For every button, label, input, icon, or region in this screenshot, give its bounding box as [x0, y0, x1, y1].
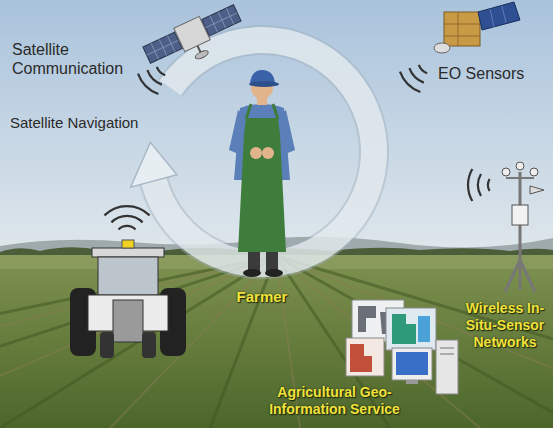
tractor-grill [113, 300, 143, 342]
signal-arc [419, 65, 427, 73]
computer-tower [436, 340, 458, 394]
logger-box [512, 205, 528, 225]
signal-arc [478, 174, 481, 196]
field [0, 255, 553, 428]
signal-arc [468, 169, 472, 201]
body-seams [444, 12, 480, 46]
signal-waves [138, 67, 165, 94]
eo-sensors-label: EO Sensors [438, 64, 548, 83]
anemometer-cup [516, 162, 524, 170]
satellite-body [444, 12, 480, 46]
monitor-stand [406, 380, 418, 384]
signal-arc [111, 216, 142, 222]
tractor [70, 240, 186, 358]
map-screen [386, 308, 436, 350]
drive-bays [440, 348, 454, 354]
panel-grid [490, 6, 506, 27]
signal-waves [400, 65, 427, 92]
signal-waves [104, 206, 149, 229]
farmer-shoe [243, 269, 261, 277]
cap-brim [249, 81, 279, 87]
front-wheel [142, 332, 156, 358]
sensor-dish [434, 43, 450, 53]
geo-information-label: Agricultural Geo-Information Service [252, 384, 417, 418]
satellite-navigation-label: Satellite Navigation [10, 114, 160, 132]
cycle-ring [154, 40, 374, 264]
cab-window [98, 257, 158, 295]
cycle-ring-edge [154, 40, 374, 264]
cab-roof [92, 248, 164, 257]
wind-vane [530, 186, 544, 194]
farmer-hand [250, 147, 262, 159]
communication-satellite [141, 1, 248, 79]
cycle-arrow [131, 40, 374, 264]
farmer-label: Farmer [230, 288, 294, 306]
sensor-station [502, 162, 544, 292]
cycle-arrowhead [131, 142, 177, 187]
monitor-screen [396, 352, 428, 375]
apron-strap [246, 104, 278, 119]
sensor-network-label: Wireless In-Situ-Sensor Networks [461, 300, 549, 351]
signal-arc [157, 67, 165, 75]
anemometer-cup [530, 168, 538, 176]
farmer-leg [248, 250, 260, 272]
signal-arc [119, 226, 136, 230]
image-screen [346, 338, 384, 376]
computer-workstation [346, 300, 458, 394]
eo-satellite [434, 2, 520, 53]
signal-arc [488, 179, 490, 191]
farmer-leg [266, 250, 278, 272]
antenna-dish [194, 49, 209, 60]
anemometer-cup [502, 168, 510, 176]
map-image [418, 316, 430, 342]
solar-panel [202, 5, 241, 36]
farmer-hand [262, 147, 274, 159]
panel-grid [202, 5, 241, 36]
solar-panel [143, 32, 182, 63]
soil-rows [0, 256, 553, 428]
signal-waves [468, 169, 490, 201]
station-crossbar [506, 177, 534, 179]
farmer-shoe [265, 269, 283, 277]
satellite-communication-label: Satellite Communication [12, 40, 137, 78]
monitor [392, 348, 432, 380]
farmer-apron [238, 118, 286, 252]
farmer-figure [229, 70, 295, 277]
signal-arc [104, 206, 149, 215]
crop-rows [0, 256, 553, 428]
gps-beacon [122, 240, 134, 248]
solar-panel [478, 2, 520, 30]
front-wheel [100, 332, 114, 358]
field-image [350, 344, 372, 372]
signal-arc [138, 74, 158, 94]
signal-arc [400, 72, 420, 92]
panel-grid [143, 32, 182, 63]
signal-arc [147, 70, 161, 84]
signal-arc [409, 68, 423, 82]
map-image [392, 314, 416, 344]
